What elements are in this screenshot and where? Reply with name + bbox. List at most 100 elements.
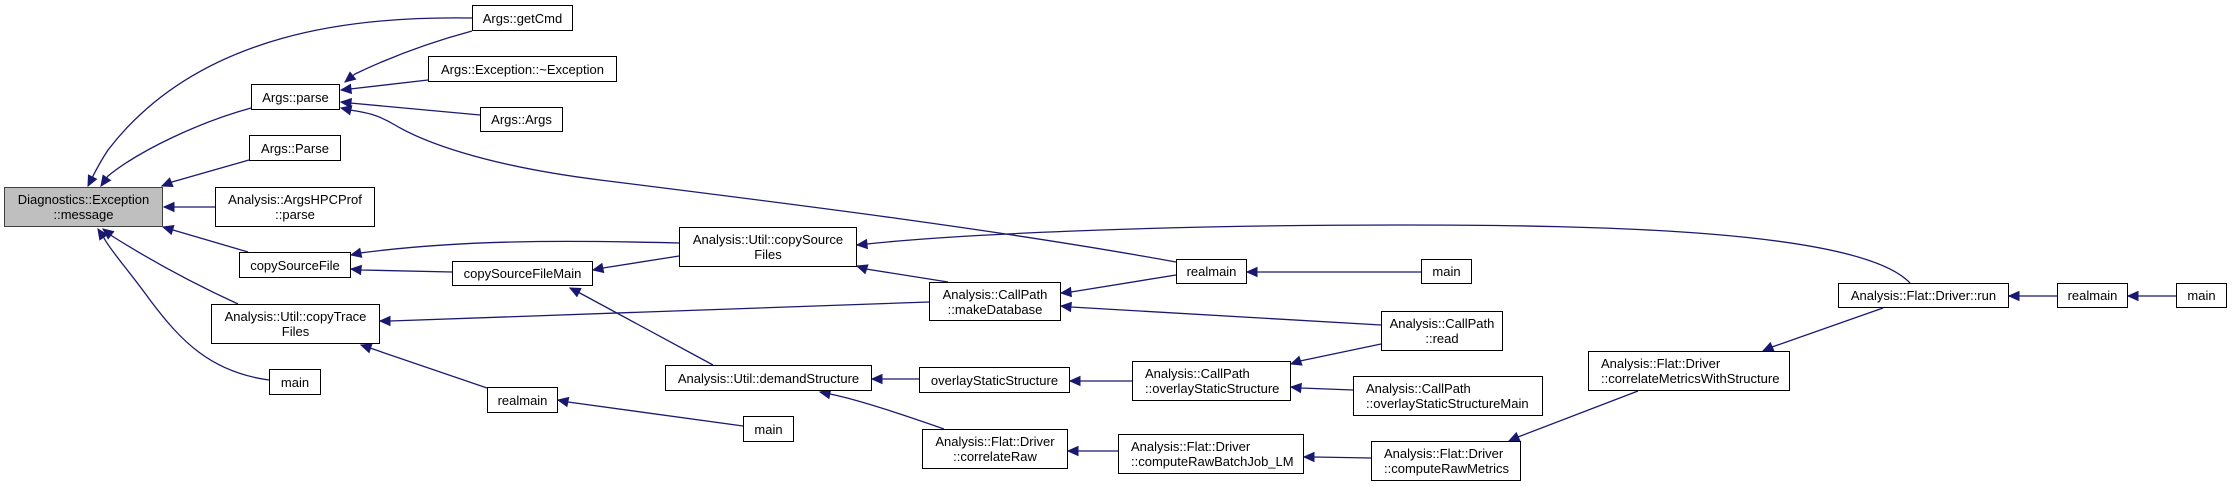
arrowhead-icon [160,177,174,187]
arrowhead-icon [1761,341,1775,352]
edge-line [380,301,930,322]
node-realmain[interactable]: realmain [2057,283,2128,308]
node-label-line: main [1432,264,1461,279]
edge-n_computerawbatchjob-calls-n_correlateraw [1066,445,1118,457]
edge-n_copysourcefiles-calls-n_copysourcefile [349,240,680,258]
edge-n_args_exc_dtor-calls-n_args_parse [339,79,429,95]
node-flat-driver-run[interactable]: Analysis::Flat::Driver::run [1838,283,2009,308]
edge-n_callpath_read-calls-n_cp_overlaystaticstructure [1289,343,1382,366]
node-label-line: ::parse [275,207,315,222]
node-args-parse[interactable]: Args::parse [251,84,340,110]
node-label-line: Analysis::Util::copyTrace [224,309,367,324]
node-main[interactable]: main [269,369,321,395]
edge-line [340,101,481,116]
arrowhead-icon [855,264,869,275]
edge-line [1060,305,1382,326]
node-flat-driver-correlatemetricswithstructure[interactable]: Analysis::Flat::Driver ::correlateMetric… [1588,351,1790,391]
arrowhead-icon [870,373,883,385]
edge-n_realmain_b-calls-n_makedatabase [1059,274,1177,298]
edge-n_args_args-calls-n_args_parse [339,97,481,116]
node-label-line: Args::parse [262,89,329,105]
node-args-args[interactable]: Args::Args [480,107,563,132]
node-argshpcprof-parse[interactable]: Analysis::ArgsHPCProf ::parse [215,187,375,227]
edge-line [97,228,270,381]
node-label-line: ::message [53,207,114,222]
node-flat-driver-correlateraw[interactable]: Analysis::Flat::Driver ::correlateRaw [922,429,1068,469]
edge-n_main_a-calls-n_message [97,227,270,381]
arrowhead-icon [339,105,353,116]
arrowhead-icon [1289,382,1302,394]
edge-n_copysourcefilemain-calls-n_copysourcefile [349,264,453,276]
node-label-line: ::overlayStaticStructure [1145,381,1280,396]
node-label-line: overlayStaticStructure [930,372,1059,388]
edge-line [340,79,429,91]
edge-line [161,159,250,187]
node-label-line: main [2187,288,2216,303]
edge-n_realmain_a-calls-n_copytracefiles [359,343,488,389]
node-copysourcefile[interactable]: copySourceFile [239,252,351,278]
node-label-line: Analysis::ArgsHPCProf [228,192,362,207]
edge-n_copysourcefile-calls-n_message [161,224,249,253]
arrowhead-icon [1245,266,1258,278]
edge-line [856,265,949,283]
arrowhead-icon [1068,375,1081,387]
node-args-exception-destructor[interactable]: Args::Exception::~Exception [428,56,617,82]
edge-n_correlateraw-calls-n_demandstructure [818,388,945,430]
arrowhead-icon [855,238,868,250]
node-realmain[interactable]: realmain [1176,259,1247,284]
edge-n_argshpcprof_parse-calls-n_message [162,201,215,213]
arrowhead-icon [591,262,605,274]
node-label-line: Analysis::Util::copySource [692,232,844,247]
node-flat-driver-computerawmetrics[interactable]: Analysis::Flat::Driver ::computeRawMetri… [1371,441,1521,481]
node-label-line: Files [281,324,310,339]
node-overlaystaticstructure[interactable]: overlayStaticStructure [919,367,1070,393]
edge-n_computerawmetrics-calls-n_computerawbatchjob [1302,451,1372,463]
edge-n_realmain_b-calls-n_args_parse [339,105,1177,263]
arrowhead-icon [339,83,353,95]
edge-line [350,240,680,256]
node-flat-driver-computerawbatchjob-lm[interactable]: Analysis::Flat::Driver ::computeRawBatch… [1118,434,1304,474]
edge-line [557,399,744,427]
node-label-line: Analysis::CallPath [1145,366,1250,381]
node-main[interactable]: main [743,416,794,442]
node-label-line: Analysis::Util::demandStructure [677,370,860,386]
node-util-demandstructure[interactable]: Analysis::Util::demandStructure [665,365,872,391]
arrowhead-icon [378,315,391,327]
node-main[interactable]: main [1421,259,1472,284]
node-realmain[interactable]: realmain [487,387,558,413]
edge-line [344,30,473,83]
node-callpath-makedatabase[interactable]: Analysis::CallPath ::makeDatabase [929,282,1061,321]
node-label-line: ::computeRawBatchJob_LM [1131,454,1294,469]
node-util-copysourcefiles[interactable]: Analysis::Util::copySource Files [679,227,857,267]
node-label-line: realmain [497,392,548,408]
edge-line [1060,274,1177,294]
node-label-line: main [754,421,783,437]
node-label-line: main [280,374,310,390]
node-label-line: realmain [1186,264,1237,279]
arrowhead-icon [359,343,373,354]
arrowhead-icon [1302,451,1315,463]
node-callpath-read[interactable]: Analysis::CallPath ::read [1381,311,1503,351]
node-label-line: realmain [2067,288,2118,303]
arrowhead-icon [1289,355,1303,366]
node-util-copytracefiles[interactable]: Analysis::Util::copyTrace Files [211,304,380,344]
edge-n_flat_run-calls-n_copysourcefiles [855,224,1911,284]
node-label-line: Diagnostics::Exception [17,192,150,207]
edge-n_callpath_read-calls-n_makedatabase [1059,301,1382,326]
node-callpath-overlaystaticstructure[interactable]: Analysis::CallPath ::overlayStaticStruct… [1132,361,1291,401]
node-main[interactable]: main [2176,283,2227,308]
node-callpath-overlaystaticstructuremain[interactable]: Analysis::CallPath ::overlayStaticStruct… [1353,376,1543,416]
arrowhead-icon [349,264,362,276]
edge-line [102,228,239,305]
arrowhead-icon [1507,431,1521,442]
edge-n_cp_overlaystaticstructuremain-calls-n_cp_overlaystaticstructure [1289,382,1354,394]
node-label-line: Analysis::CallPath [1366,381,1471,396]
node-label-line: Files [754,247,782,262]
node-label-line: Args::getCmd [482,10,563,26]
arrowhead-icon [568,287,582,298]
node-args-getcmd[interactable]: Args::getCmd [472,5,573,31]
edge-n_makedatabase-calls-n_copysourcefiles [855,264,949,283]
node-copysourcefilemain[interactable]: copySourceFileMain [452,261,593,286]
node-args-parse-capital[interactable]: Args::Parse [249,135,341,161]
